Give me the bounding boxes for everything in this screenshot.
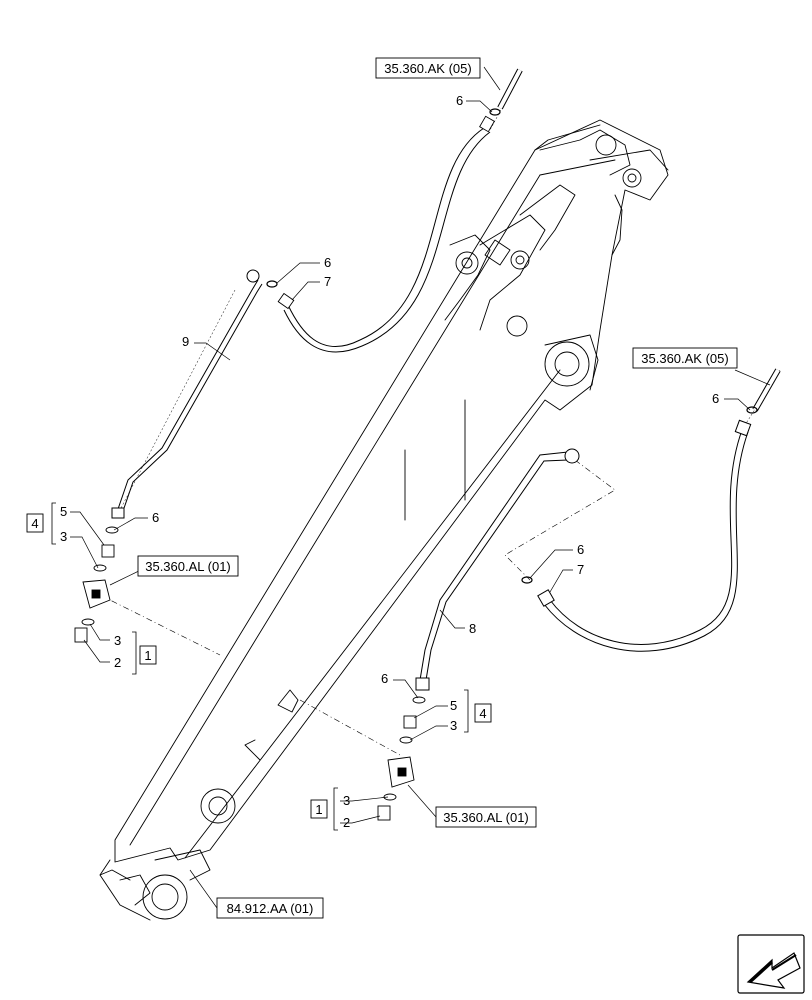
callout-6-right: 6 bbox=[712, 391, 719, 406]
callout-leaders bbox=[70, 66, 771, 909]
kit-box-left-upper: 4 bbox=[26, 513, 44, 533]
callout-3-center-low: 3 bbox=[343, 793, 350, 808]
kit-box-center-upper: 4 bbox=[474, 703, 492, 723]
callout-3-left-low: 3 bbox=[114, 633, 121, 648]
ref-label-ak-right: 35.360.AK (05) bbox=[641, 351, 728, 366]
kit-brackets bbox=[51, 502, 469, 831]
fittings-center bbox=[377, 696, 426, 821]
callout-7-mid: 7 bbox=[324, 274, 331, 289]
callout-6-center: 6 bbox=[381, 671, 388, 686]
callout-6-top: 6 bbox=[456, 93, 463, 108]
callout-6-rmid: 6 bbox=[577, 542, 584, 557]
ref-box-al-right[interactable]: 35.360.AL (01) bbox=[435, 806, 537, 828]
kit-box-left-lower: 1 bbox=[139, 645, 157, 665]
callout-3-center: 3 bbox=[450, 718, 457, 733]
assembly-guide-lines bbox=[99, 459, 616, 756]
pipe-9 bbox=[111, 269, 263, 519]
ref-box-ak-top[interactable]: 35.360.AK (05) bbox=[375, 57, 481, 79]
pipe-8 bbox=[415, 448, 580, 691]
hose-right-7 bbox=[537, 368, 781, 652]
ref-box-boom[interactable]: 84.912.AA (01) bbox=[216, 897, 324, 919]
hose-top-7 bbox=[283, 127, 491, 353]
fittings-o-rings bbox=[266, 108, 758, 584]
kit-label-left-lower: 1 bbox=[144, 648, 151, 663]
ref-box-al-left[interactable]: 35.360.AL (01) bbox=[137, 555, 239, 577]
thin-leader-lines bbox=[119, 74, 781, 511]
callout-5-center: 5 bbox=[450, 698, 457, 713]
callout-8: 8 bbox=[469, 621, 476, 636]
boom-structure bbox=[99, 119, 669, 921]
ref-label-boom: 84.912.AA (01) bbox=[227, 901, 314, 916]
kit-box-center-lower: 1 bbox=[310, 799, 328, 819]
hose-top-connector-7 bbox=[277, 68, 523, 310]
kit-label-left-upper: 4 bbox=[31, 516, 38, 531]
ref-label-al-right: 35.360.AL (01) bbox=[443, 810, 529, 825]
ref-box-ak-right[interactable]: 35.360.AK (05) bbox=[632, 347, 738, 369]
fittings-left bbox=[74, 526, 119, 643]
callout-7-rmid: 7 bbox=[577, 562, 584, 577]
callout-3-left: 3 bbox=[60, 529, 67, 544]
callout-6-mid: 6 bbox=[324, 255, 331, 270]
callout-6-left: 6 bbox=[152, 510, 159, 525]
callout-9: 9 bbox=[182, 334, 189, 349]
view-direction-arrow-icon[interactable] bbox=[737, 934, 805, 994]
kit-label-center-upper: 4 bbox=[479, 706, 486, 721]
ref-label-ak-top: 35.360.AK (05) bbox=[384, 61, 471, 76]
callout-5-left: 5 bbox=[60, 504, 67, 519]
callout-numbers: 6 6 7 9 6 6 7 8 5 3 6 3 2 6 5 3 3 2 bbox=[60, 93, 719, 830]
ref-label-al-left: 35.360.AL (01) bbox=[145, 559, 231, 574]
callout-2-left: 2 bbox=[114, 655, 121, 670]
callout-2-center: 2 bbox=[343, 815, 350, 830]
kit-label-center-lower: 1 bbox=[315, 802, 322, 817]
